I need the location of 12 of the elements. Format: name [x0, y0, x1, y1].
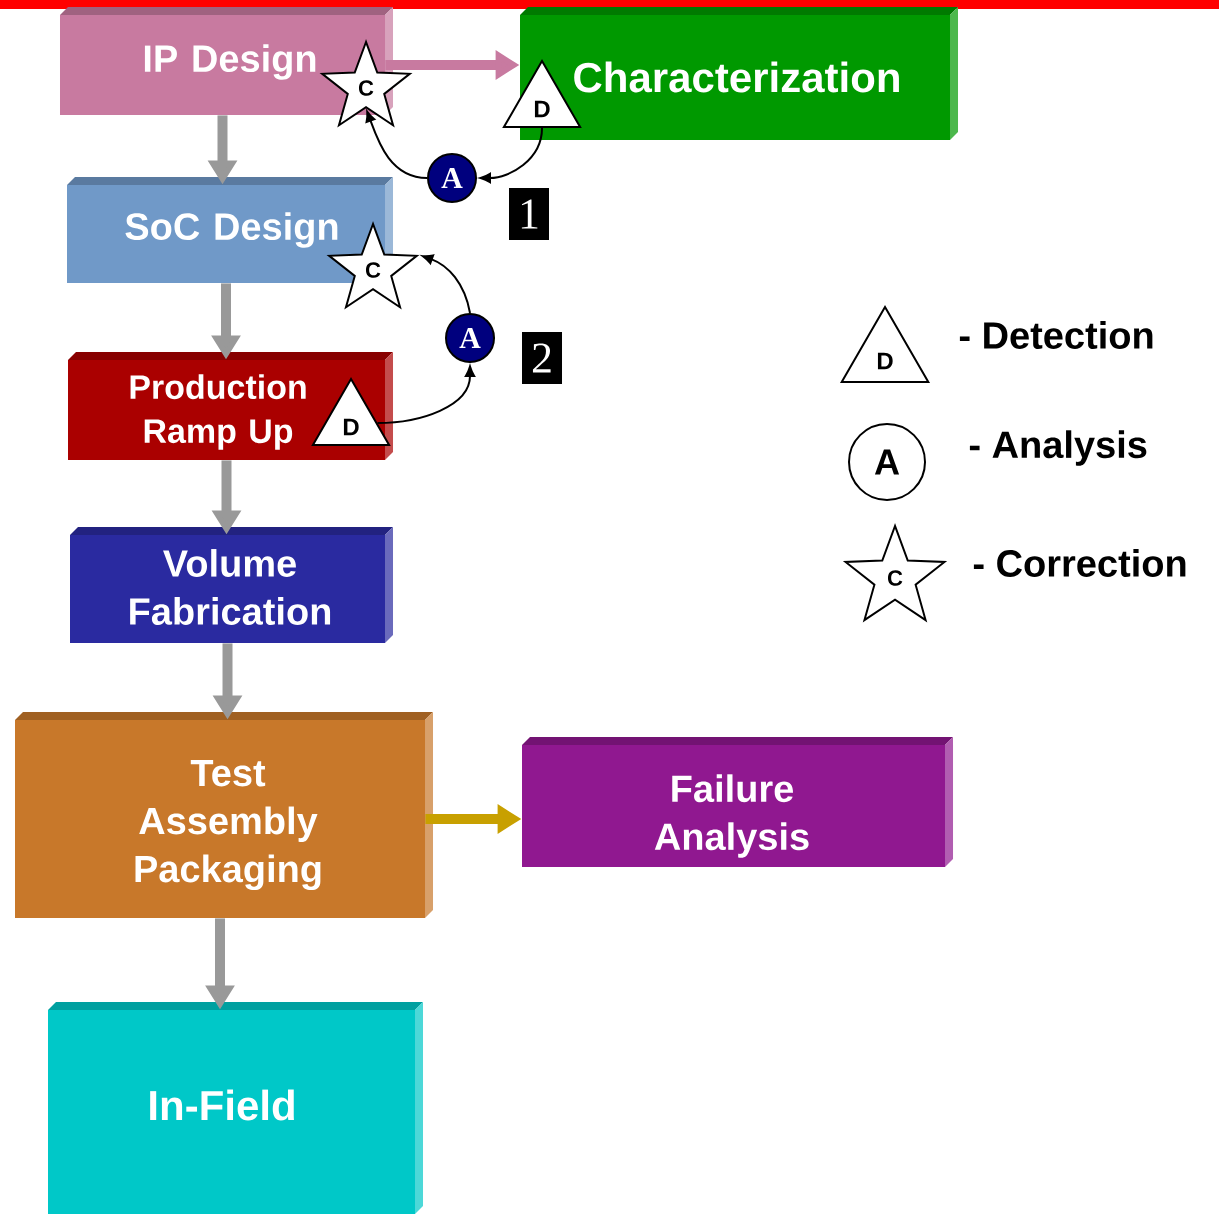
legend-text: - Correction	[973, 549, 1186, 577]
arrow	[365, 110, 428, 179]
process-box: Failure Analysis	[522, 737, 953, 867]
process-box: Volume Fabrication	[70, 527, 393, 643]
process-box: In-Field	[48, 1002, 423, 1214]
arrow	[421, 254, 471, 314]
legend-text: - Detection	[959, 321, 1153, 349]
legend-text: - Analysis	[969, 430, 1147, 466]
arrow	[479, 127, 543, 184]
process-box: Test Assembly Packaging	[15, 712, 433, 918]
step-number: 1	[509, 188, 549, 240]
step-number: 2	[522, 332, 562, 384]
